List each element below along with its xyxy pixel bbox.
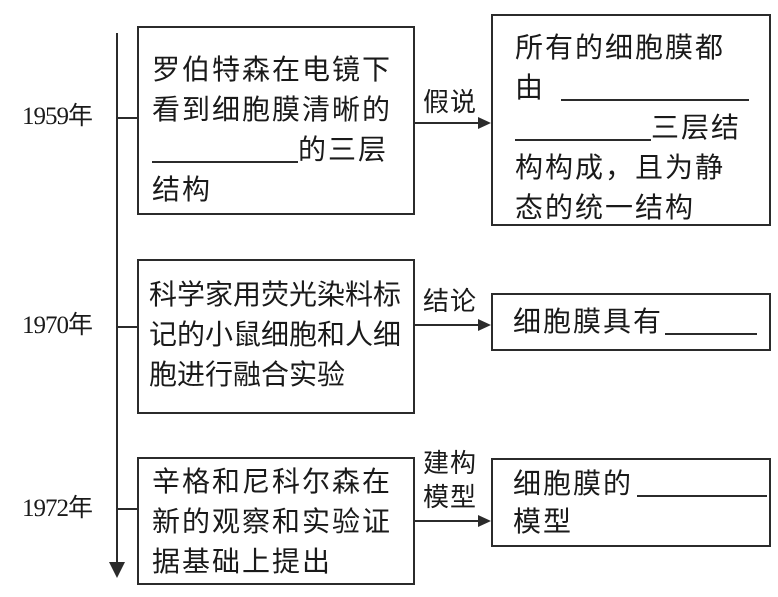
answer-blank[interactable] <box>561 69 750 101</box>
result-line: 细胞膜的 <box>513 464 768 504</box>
arrow-head <box>109 562 125 578</box>
event-line: 科学家用荧光染料标 <box>149 278 402 311</box>
event-line: 的三层 <box>152 130 388 170</box>
result-line: 三层结 <box>515 108 741 148</box>
event-line: 据基础上提出 <box>152 545 333 578</box>
tick-1959 <box>117 117 137 119</box>
event-line: 结构 <box>152 173 213 206</box>
arrow-1970 <box>415 324 481 326</box>
result-line: 构构成，且为静 <box>515 151 726 184</box>
result-line: 态的统一结构 <box>515 191 696 224</box>
timeline-arrow-head-icon <box>109 562 125 578</box>
result-line: 由 <box>515 68 750 108</box>
year-label-1972: 1972年 <box>22 495 93 522</box>
answer-blank[interactable] <box>515 109 651 141</box>
event-line: 胞进行融合实验 <box>149 358 346 391</box>
event-box-1972: 辛格和尼科尔森在 新的观察和实验证 据基础上提出 <box>137 457 415 585</box>
timeline-axis <box>116 33 118 573</box>
relation-label-model: 建构 <box>423 449 478 479</box>
answer-blank[interactable] <box>152 131 298 163</box>
result-line: 模型 <box>513 505 574 538</box>
tick-1972 <box>117 508 137 510</box>
tick-1970 <box>117 326 137 328</box>
event-line: 看到细胞膜清晰的 <box>152 93 393 126</box>
answer-blank[interactable] <box>637 465 768 497</box>
arrow-head <box>478 319 491 331</box>
relation-label-conclusion: 结论 <box>423 287 478 317</box>
arrow-head <box>478 515 491 527</box>
event-line: 记的小鼠细胞和人细 <box>149 318 402 351</box>
relation-label-model: 模型 <box>423 483 478 513</box>
arrow-1972 <box>415 520 481 522</box>
result-line-text: 细胞膜具有 <box>513 305 664 338</box>
relation-label-hypothesis: 假说 <box>423 88 478 118</box>
arrow-1959 <box>415 122 481 124</box>
result-box-1970: 细胞膜具有 <box>491 293 771 351</box>
year-label-1959: 1959年 <box>22 103 93 130</box>
result-line-text: 由 <box>515 71 546 104</box>
result-line-text: 细胞膜的 <box>513 467 634 500</box>
answer-blank[interactable] <box>665 303 758 335</box>
result-line-text: 三层结 <box>651 111 742 144</box>
arrow-right-icon <box>478 515 491 527</box>
result-line: 所有的细胞膜都 <box>515 31 726 64</box>
result-line: 细胞膜具有 <box>513 302 758 342</box>
arrow-head <box>478 117 491 129</box>
arrow-right-icon <box>478 319 491 331</box>
year-label-1970: 1970年 <box>22 312 93 339</box>
event-line-text: 的三层 <box>298 133 389 166</box>
event-box-1970: 科学家用荧光染料标 记的小鼠细胞和人细 胞进行融合实验 <box>137 259 415 414</box>
result-box-1959: 所有的细胞膜都 由 三层结 构构成，且为静 态的统一结构 <box>491 14 771 226</box>
event-line: 辛格和尼科尔森在 <box>152 465 393 498</box>
result-box-1972: 细胞膜的 模型 <box>491 458 771 547</box>
event-line: 罗伯特森在电镜下 <box>152 53 393 86</box>
event-line: 新的观察和实验证 <box>152 505 393 538</box>
event-box-1959: 罗伯特森在电镜下 看到细胞膜清晰的 的三层 结构 <box>137 26 415 215</box>
arrow-right-icon <box>478 117 491 129</box>
